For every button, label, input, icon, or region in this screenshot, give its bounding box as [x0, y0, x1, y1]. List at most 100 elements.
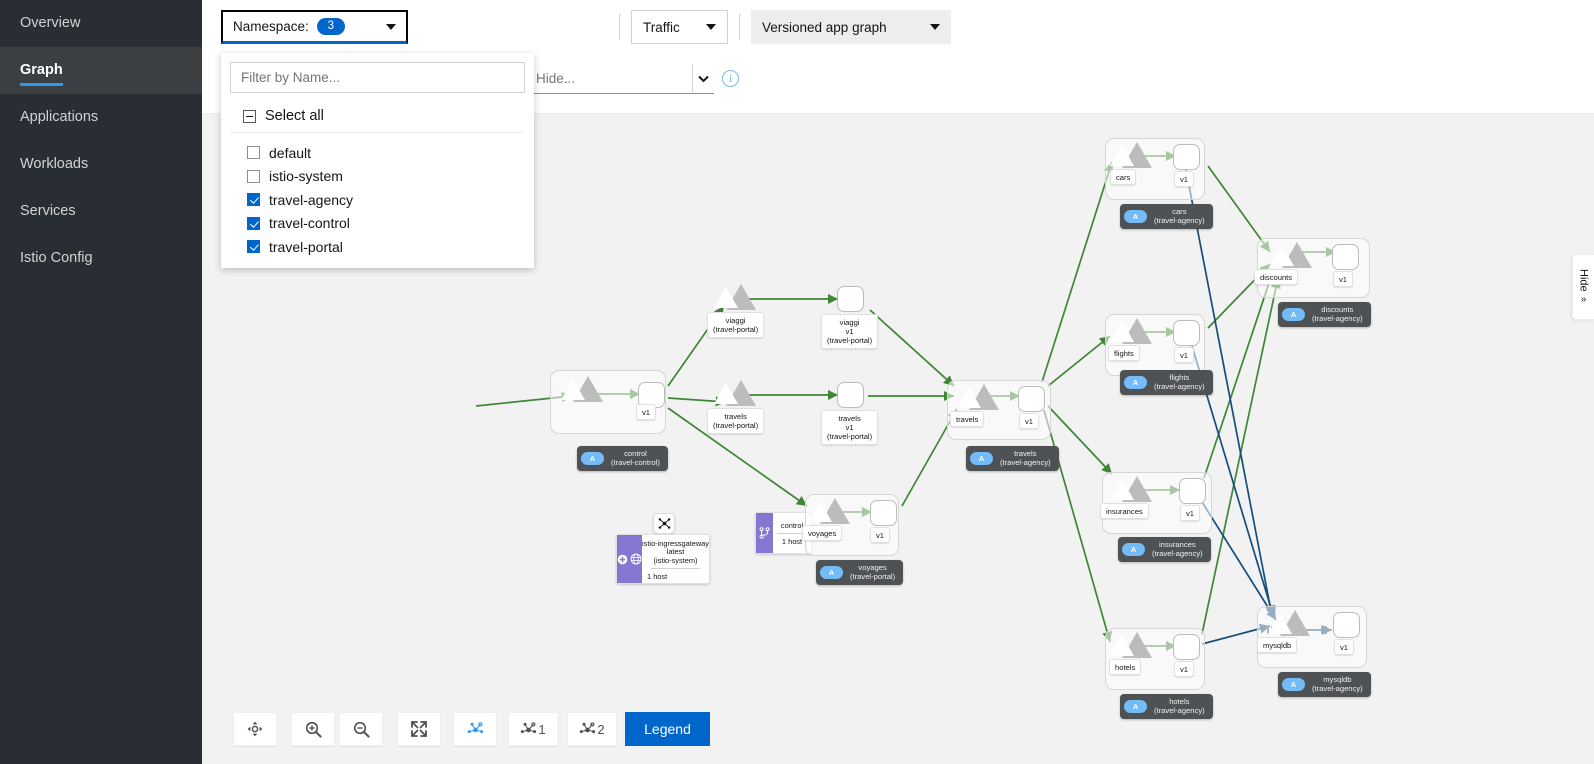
control-accent-bar — [756, 513, 773, 553]
workload-node-cars-v1[interactable] — [1173, 144, 1200, 170]
select-all-checkbox[interactable] — [243, 109, 256, 123]
workload-node-viaggi-v1[interactable] — [837, 286, 864, 312]
chevron-down-icon — [698, 75, 709, 82]
sidebar-item-overview[interactable]: Overview — [0, 0, 202, 47]
node-label-travels-portal-v1: travels v1 (travel-portal) — [821, 410, 879, 445]
app-badge-pill: A — [1122, 542, 1145, 556]
workload-node-travels-agency-v1[interactable] — [1018, 386, 1045, 412]
sidebar-item-istio-config[interactable]: Istio Config — [0, 235, 202, 282]
hide-dropdown-toggle[interactable] — [692, 64, 714, 94]
select-all-row[interactable]: Select all — [230, 100, 525, 133]
app-badge-text: mysqldb (travel-agency) — [1312, 675, 1363, 694]
namespace-checkbox[interactable] — [247, 146, 260, 160]
graph-type-selector[interactable]: Versioned app graph — [751, 10, 951, 44]
app-badge-pill: A — [581, 451, 604, 465]
namespace-option-label: travel-agency — [269, 191, 354, 208]
active-indicator — [20, 83, 63, 86]
traffic-selector[interactable]: Traffic — [631, 10, 728, 44]
move-icon — [247, 721, 263, 737]
namespace-option-default[interactable]: default — [230, 141, 525, 165]
drag-pan-button[interactable] — [233, 712, 277, 746]
namespace-option-travel-control[interactable]: travel-control — [230, 212, 525, 236]
sidebar-item-workloads[interactable]: Workloads — [0, 141, 202, 188]
node-control-detail[interactable]: control 1 host — [755, 512, 812, 554]
hide-input[interactable] — [532, 64, 692, 94]
app-badge-control[interactable]: A control (travel-control) — [577, 446, 668, 471]
node-label-insurances-v1: v1 — [1180, 505, 1201, 522]
app-badge-mysqldb[interactable]: A mysqldb (travel-agency) — [1278, 672, 1371, 697]
plus-circle-icon — [617, 554, 628, 564]
sidebar-item-label: Graph — [20, 62, 63, 78]
node-label-travels-agency-service: travels — [950, 411, 985, 428]
app-badge-text: flights (travel-agency) — [1154, 373, 1205, 392]
fit-to-screen-button[interactable] — [397, 712, 441, 746]
zoom-out-button[interactable] — [339, 712, 383, 746]
workload-node-discounts-v1[interactable] — [1332, 244, 1359, 270]
info-glyph: i — [728, 71, 733, 85]
node-label-mysqldb-service: mysqldb — [1257, 637, 1298, 654]
layout-1-button[interactable]: 1 — [508, 712, 558, 746]
workload-node-insurances-v1[interactable] — [1179, 478, 1206, 504]
namespace-checkbox[interactable] — [247, 216, 260, 230]
namespace-option-label: default — [269, 144, 312, 161]
app-badge-pill: A — [1124, 699, 1147, 713]
graph-type-label: Versioned app graph — [762, 19, 887, 35]
namespace-selector[interactable]: Namespace: 3 — [221, 10, 408, 44]
namespace-option-travel-portal[interactable]: travel-portal — [230, 235, 525, 259]
traffic-label: Traffic — [643, 19, 680, 35]
globe-icon — [630, 553, 642, 565]
workload-node-flights-v1[interactable] — [1173, 320, 1200, 346]
info-icon[interactable]: i — [722, 70, 739, 87]
sidebar-item-applications[interactable]: Applications — [0, 94, 202, 141]
namespace-option-istio-system[interactable]: istio-system — [230, 165, 525, 189]
node-label-voyages-v1: v1 — [870, 527, 891, 544]
node-label-flights-v1: v1 — [1174, 347, 1195, 364]
legend-button[interactable]: Legend — [625, 712, 710, 746]
workload-icon — [658, 518, 670, 529]
sidebar-item-graph[interactable]: Graph — [0, 47, 202, 94]
node-label-voyages-service: voyages — [802, 525, 843, 542]
primary-sidebar: Overview Graph Applications Workloads Se… — [0, 0, 202, 764]
namespace-checkbox[interactable] — [247, 240, 260, 254]
hide-side-panel-toggle[interactable]: Hide » — [1572, 254, 1594, 320]
namespace-option-travel-agency[interactable]: travel-agency — [230, 188, 525, 212]
namespace-checkbox[interactable] — [247, 193, 260, 207]
layout-2-button[interactable]: 2 — [567, 712, 617, 746]
node-istio-ingressgateway[interactable]: istio-ingressgateway latest (istio-syste… — [616, 534, 710, 584]
sidebar-item-label: Workloads — [20, 156, 89, 172]
route-icon — [759, 527, 770, 539]
namespace-option-label: istio-system — [269, 168, 343, 185]
namespace-option-label: travel-control — [269, 215, 350, 232]
app-badge-text: travels (travel-agency) — [1000, 449, 1051, 468]
graph-layout-icon — [467, 721, 483, 733]
graph-view-toolbar: 1 2 Legend — [202, 702, 1594, 764]
chevron-down-icon — [930, 24, 940, 30]
zoom-in-button[interactable] — [291, 712, 335, 746]
app-badge-cars[interactable]: A cars (travel-agency) — [1120, 204, 1213, 229]
app-badge-insurances[interactable]: A insurances (travel-agency) — [1118, 537, 1211, 562]
namespace-filter-input[interactable] — [230, 62, 525, 93]
sidebar-item-label: Services — [20, 203, 76, 219]
app-badge-text: insurances (travel-agency) — [1152, 540, 1203, 559]
app-badge-discounts[interactable]: A discounts (travel-agency) — [1278, 302, 1371, 327]
sidebar-item-services[interactable]: Services — [0, 188, 202, 235]
sidebar-item-label: Istio Config — [20, 250, 93, 266]
app-badge-travels-agency[interactable]: A travels (travel-agency) — [966, 446, 1059, 471]
app-badge-hotels[interactable]: A hotels (travel-agency) — [1120, 694, 1213, 719]
app-badge-pill: A — [1124, 375, 1147, 389]
workload-node-voyages-v1[interactable] — [870, 500, 897, 526]
workload-node-travels-portal-v1[interactable] — [837, 382, 864, 408]
node-label-cars-v1: v1 — [1174, 171, 1195, 188]
app-badge-voyages[interactable]: A voyages (travel-portal) — [816, 560, 904, 585]
layout-2-label: 2 — [597, 721, 605, 737]
zoom-out-icon — [353, 721, 370, 738]
app-badge-text: voyages (travel-portal) — [850, 563, 896, 582]
workload-node-hotels-v1[interactable] — [1173, 634, 1200, 660]
app-badge-flights[interactable]: A flights (travel-agency) — [1120, 370, 1213, 395]
workload-node-mysqldb-v1[interactable] — [1333, 612, 1360, 638]
ingress-gateway-icon-badge[interactable] — [653, 513, 675, 534]
divider — [651, 568, 700, 570]
layout-default-button[interactable] — [453, 712, 497, 746]
namespace-checkbox[interactable] — [247, 169, 260, 183]
